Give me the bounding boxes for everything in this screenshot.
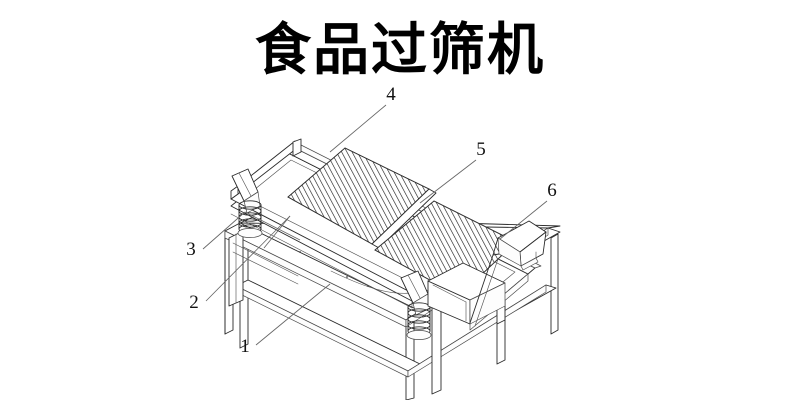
callout-numbers: 1 2 3 4 5 6 (186, 84, 557, 357)
page-title: 食品过筛机 (255, 18, 545, 83)
callout-number-5: 5 (476, 139, 486, 160)
coil-spring-right (400, 270, 432, 340)
callout-number-2: 2 (189, 292, 199, 313)
callout-leaders (202, 104, 548, 346)
leader-3-branch (244, 211, 301, 241)
leader-3 (202, 211, 246, 250)
callout-number-6: 6 (547, 180, 557, 201)
leader-6 (499, 200, 548, 240)
leader-1 (255, 283, 331, 346)
callout-number-3: 3 (186, 239, 196, 260)
callout-number-4: 4 (386, 84, 396, 105)
discharge-chute (469, 220, 547, 327)
outlet-collection-box (427, 262, 506, 325)
callout-number-1: 1 (240, 336, 250, 357)
leader-4 (329, 104, 387, 153)
leader-2-branch (263, 215, 291, 249)
leader-5 (419, 159, 477, 204)
leader-2 (205, 215, 291, 302)
